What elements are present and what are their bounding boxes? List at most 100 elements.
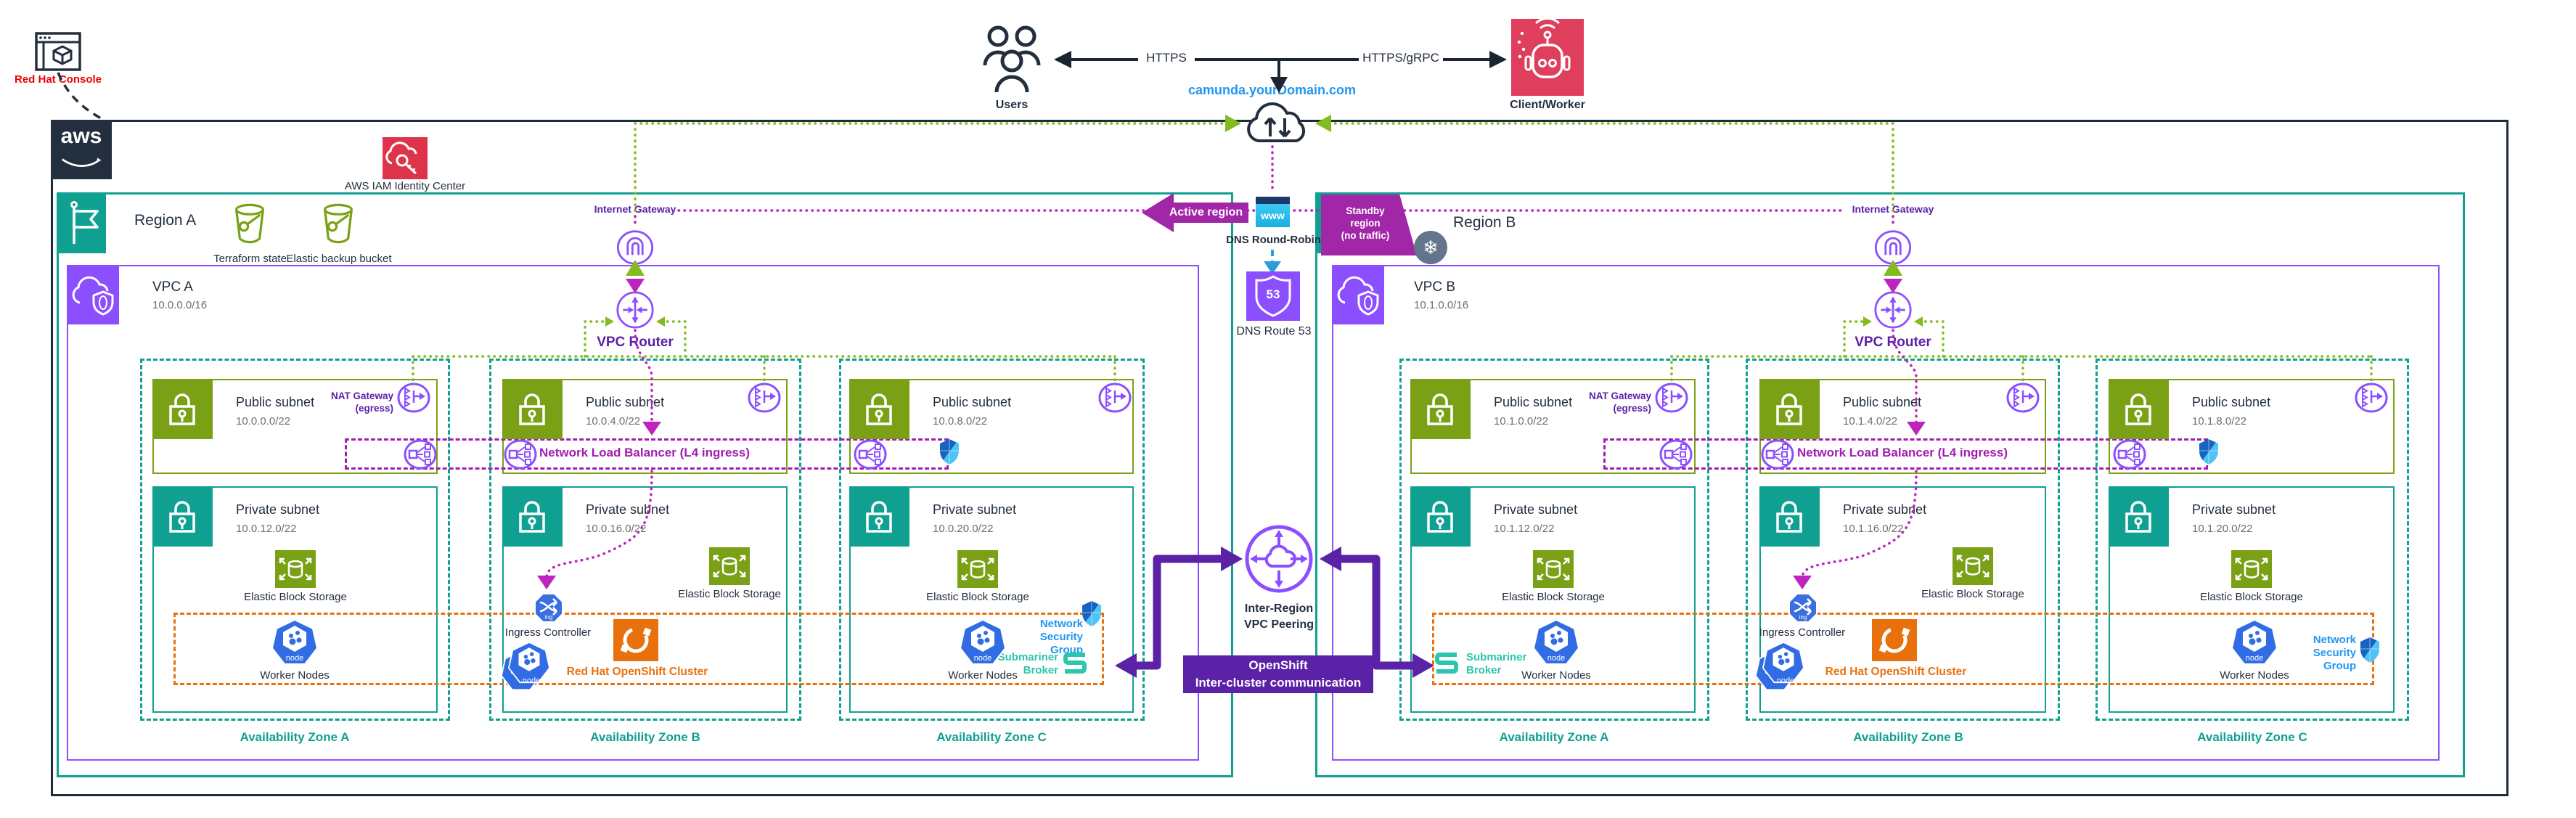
users-icon — [978, 20, 1045, 94]
ebs-a2-icon — [709, 547, 750, 585]
nsg-a-label: Network Security Group — [1039, 618, 1083, 656]
ebs-a3-icon — [957, 550, 998, 588]
vpc-b-cidr: 10.1.0.0/16 — [1414, 299, 1469, 311]
public-subnet-b3: Public subnet 10.1.8.0/22 — [2109, 379, 2395, 474]
elb-a2-icon — [504, 439, 537, 470]
private-subnet-a1-cidr: 10.0.12.0/22 — [236, 523, 297, 535]
private-subnet-a3-title: Private subnet — [933, 502, 1017, 517]
worker-node-a3-icon: node — [960, 619, 1006, 666]
az-a1-label: Availability Zone A — [240, 730, 350, 744]
users-label: Users — [995, 99, 1029, 111]
private-subnet-a3-icon — [849, 486, 909, 547]
private-subnet-a1-icon — [152, 486, 213, 547]
https-label: HTTPS — [1146, 51, 1187, 65]
elb-a3-icon — [854, 439, 887, 470]
private-subnet-a3-cidr: 10.0.20.0/22 — [933, 523, 994, 535]
openshift-cluster-b-label: Red Hat OpenShift Cluster — [1825, 666, 1967, 678]
region-b-boundary — [1315, 192, 2465, 777]
redhat-console-icon — [35, 32, 81, 71]
public-subnet-a3: Public subnet 10.0.8.0/22 — [849, 379, 1134, 474]
igw-a-label: Internet Gateway — [594, 203, 676, 215]
private-subnet-a2-cidr: 10.0.16.0/22 — [586, 523, 647, 535]
submariner-b-icon — [1433, 651, 1460, 676]
vpc-a-title: VPC A — [152, 279, 193, 295]
public-subnet-b2: Public subnet 10.1.4.0/22 — [1759, 379, 2046, 474]
svg-text:node: node — [1777, 676, 1794, 684]
nat-gateway-a1-icon — [397, 383, 430, 413]
az-b3-boundary — [2095, 359, 2409, 721]
worker-nodes-a3-label: Worker Nodes — [948, 669, 1018, 682]
public-subnet-b3-cidr: 10.1.8.0/22 — [2192, 415, 2247, 428]
terraform-state-bucket-icon — [229, 203, 270, 250]
worker-node-b2-icon: node — [1762, 642, 1804, 684]
private-subnet-b2-cidr: 10.1.16.0/22 — [1843, 523, 1904, 535]
private-subnet-a1-title: Private subnet — [236, 502, 320, 517]
private-subnet-b1: Private subnet 10.1.12.0/22 — [1410, 486, 1696, 713]
ingress-controller-b-icon: ing — [1788, 593, 1817, 623]
route53-number: 53 — [1266, 287, 1280, 301]
public-subnet-b3-icon — [2109, 379, 2169, 439]
nsg-shield-band-b-icon — [2198, 438, 2220, 465]
standby-region-flag: Standby region (no traffic) — [1321, 195, 1417, 255]
vpc-b-title: VPC B — [1414, 279, 1456, 295]
public-subnet-a1-cidr: 10.0.0.0/22 — [236, 415, 291, 428]
nat-gateway-a2-icon — [748, 383, 781, 413]
private-subnet-b1-icon — [1410, 486, 1471, 547]
iam-identity-center-icon — [383, 137, 428, 179]
ebs-b3-icon — [2231, 550, 2272, 588]
worker-node-a2-icon: node — [508, 642, 550, 684]
vpc-router-b-label: VPC Router — [1855, 335, 1931, 350]
public-subnet-b1-title: Public subnet — [1494, 395, 1573, 409]
backup-bucket-label: Elastic backup bucket — [286, 253, 392, 265]
nat-gateway-b3-icon — [2355, 383, 2388, 413]
nat-gateway-a3-icon — [1098, 383, 1132, 413]
submariner-b-label: Submariner Broker — [1466, 651, 1527, 676]
ebs-a1-icon — [275, 550, 316, 588]
worker-nodes-b3-label: Worker Nodes — [2220, 669, 2289, 682]
public-subnet-a1-title: Public subnet — [236, 395, 315, 409]
submariner-a-label: Submariner Broker — [997, 651, 1058, 676]
az-b1-boundary — [1399, 359, 1709, 721]
private-subnet-a1: Private subnet 10.0.12.0/22 — [152, 486, 438, 713]
public-subnet-a3-title: Public subnet — [933, 395, 1012, 409]
private-subnet-b3-title: Private subnet — [2192, 502, 2276, 517]
nlb-a-label: Network Load Balancer (L4 ingress) — [539, 446, 751, 459]
public-subnet-b2-icon — [1759, 379, 1820, 439]
elb-b3-icon — [2113, 439, 2146, 470]
inter-region-vpc-peering-label: Inter-Region VPC Peering — [1243, 602, 1314, 631]
vpc-router-b-icon — [1874, 291, 1912, 329]
private-subnet-b1-title: Private subnet — [1494, 502, 1578, 517]
public-subnet-a1: Public subnet 10.0.0.0/22 — [152, 379, 438, 474]
worker-node-b1-icon: node — [1533, 619, 1579, 666]
private-subnet-a2-title: Private subnet — [586, 502, 670, 517]
ingress-controller-a-icon: ing — [534, 593, 563, 623]
snowflake-icon: ❄ — [1414, 231, 1447, 264]
ebs-a3-label: Elastic Block Storage — [926, 591, 1029, 603]
worker-nodes-b1-label: Worker Nodes — [1521, 669, 1591, 682]
client-worker-label: Client/Worker — [1510, 99, 1585, 111]
public-subnet-a3-cidr: 10.0.8.0/22 — [933, 415, 988, 428]
nat-gateway-a-label: NAT Gateway (egress) — [330, 390, 393, 414]
nsg-b-label: Network Security Group — [2313, 634, 2356, 672]
ebs-b2-label: Elastic Block Storage — [1921, 588, 2024, 600]
public-subnet-a2-title: Public subnet — [586, 395, 665, 409]
standby-region-label: Standby region (no traffic) — [1341, 205, 1390, 241]
www-icon: www — [1256, 197, 1290, 227]
internet-cloud-icon — [1242, 99, 1313, 145]
private-subnet-a3: Private subnet 10.0.20.0/22 — [849, 486, 1134, 713]
worker-nodes-a1-label: Worker Nodes — [260, 669, 330, 682]
ebs-b1-label: Elastic Block Storage — [1502, 591, 1605, 603]
aws-swoosh-icon — [60, 156, 102, 171]
svg-text:node: node — [1547, 654, 1565, 663]
public-subnet-a1-icon — [152, 379, 213, 439]
svg-text:ing: ing — [545, 614, 553, 621]
openshift-cluster-band-a — [173, 613, 1104, 685]
az-b2-label: Availability Zone B — [1853, 730, 1963, 744]
elb-a1-icon — [404, 439, 437, 470]
worker-node-b3-icon: node — [2231, 619, 2278, 666]
private-subnet-a2-icon — [502, 486, 563, 547]
vpc-router-a-icon — [616, 291, 654, 329]
public-subnet-a3-icon — [849, 379, 909, 439]
openshift-cluster-a-label: Red Hat OpenShift Cluster — [566, 666, 708, 678]
private-subnet-b3-icon — [2109, 486, 2169, 547]
